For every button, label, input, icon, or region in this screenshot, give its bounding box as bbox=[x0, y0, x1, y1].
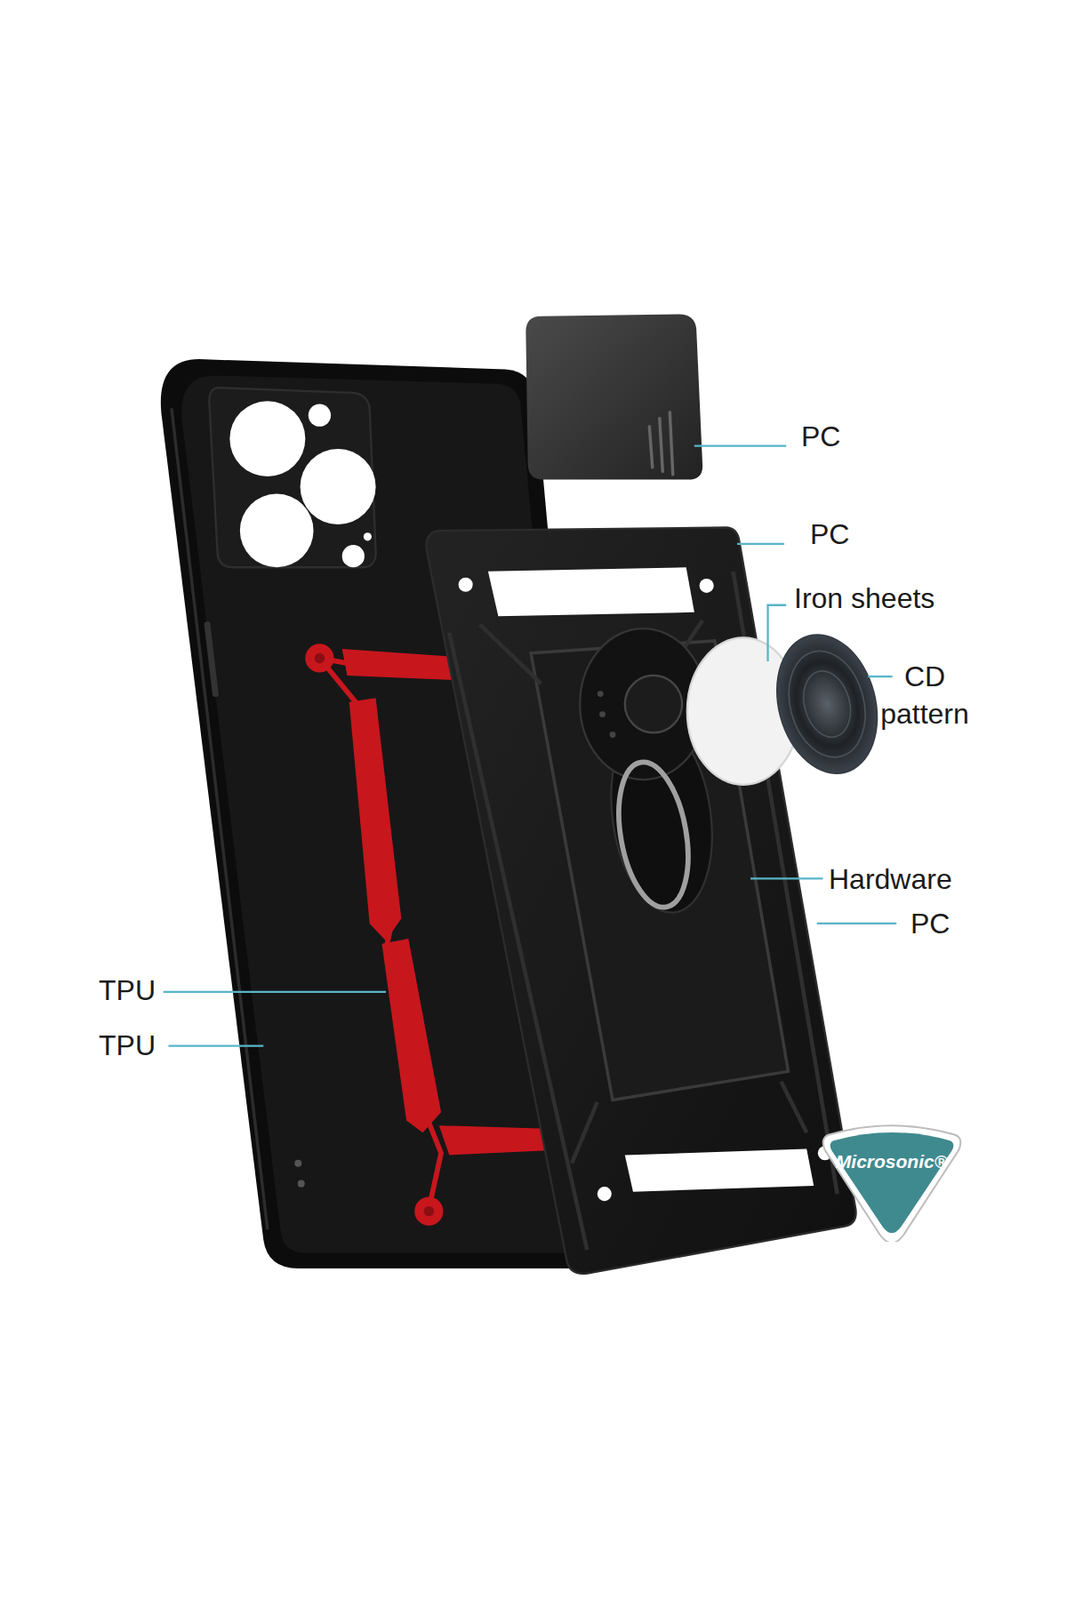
part-label: PC bbox=[910, 906, 950, 941]
brand-logo: Microsonic® bbox=[817, 1123, 967, 1243]
part-label: PC bbox=[810, 517, 850, 552]
part-label: PC bbox=[801, 419, 841, 454]
part-label: CD pattern bbox=[866, 657, 983, 733]
logo-text: Microsonic® bbox=[835, 1151, 948, 1173]
part-label: TPU bbox=[98, 973, 156, 1008]
part-label: Iron sheets bbox=[794, 581, 935, 616]
part-label: Hardware bbox=[828, 862, 953, 897]
logo-shield bbox=[817, 1123, 967, 1243]
part-label: TPU bbox=[98, 1028, 156, 1063]
